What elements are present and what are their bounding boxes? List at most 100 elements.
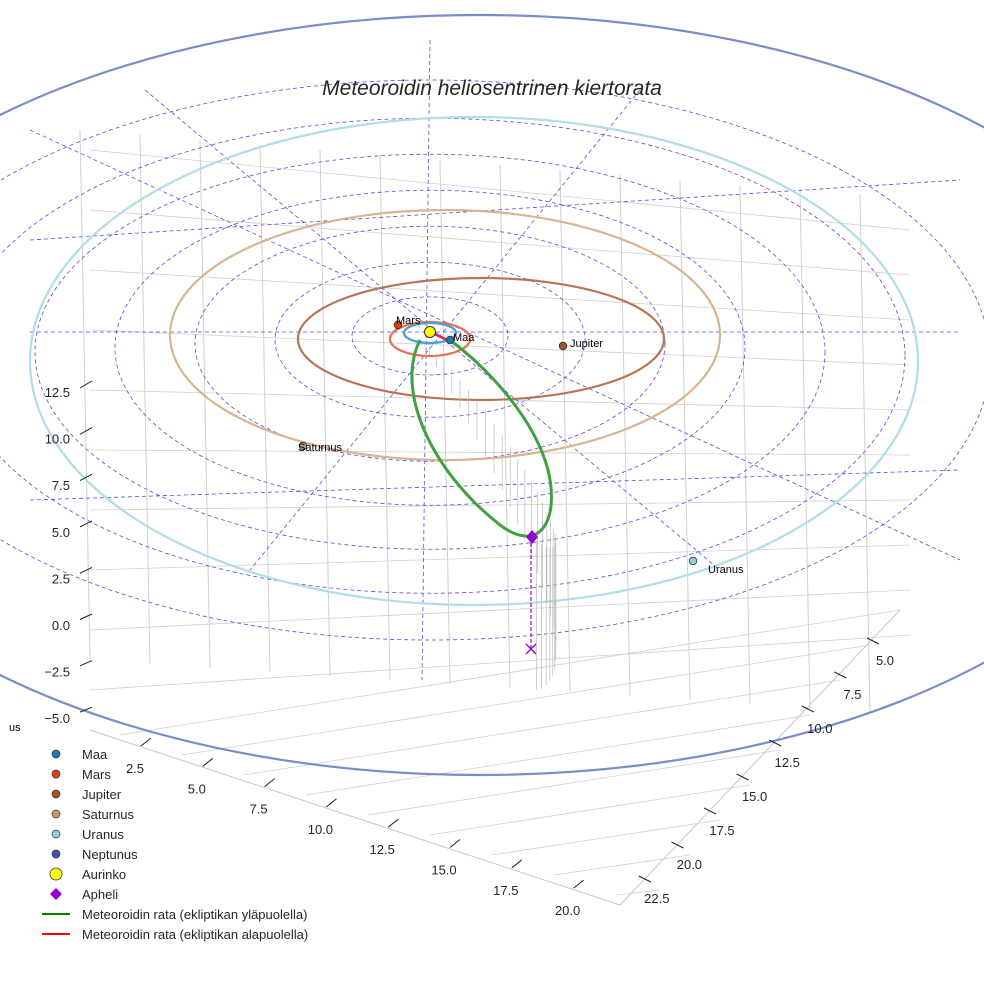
z-tick-mark <box>79 706 93 713</box>
z-tick-label: −5.0 <box>44 711 70 726</box>
grid-line <box>89 329 911 366</box>
grid-line <box>89 634 911 691</box>
y-tick-mark <box>736 773 749 781</box>
chart-title: Meteoroidin heliosentrinen kiertorata <box>322 77 662 100</box>
y-tick-label: 15.0 <box>742 789 767 804</box>
x-tick-label: 5.0 <box>188 781 206 796</box>
y-tick-mark <box>703 807 717 815</box>
x-tick-label: 2.5 <box>126 761 144 776</box>
orbit-uranus <box>28 115 920 607</box>
x-tick-mark <box>387 818 399 828</box>
grid-line <box>89 149 911 231</box>
x-tick-label: 17.5 <box>493 883 518 898</box>
y-tick-mark <box>768 739 782 747</box>
z-tick-mark <box>79 380 93 389</box>
x-tick-mark <box>264 778 275 787</box>
grid-line <box>119 609 901 736</box>
planet-label-maa: Maa <box>453 332 475 344</box>
grid-line <box>859 194 871 713</box>
x-tick-mark <box>326 798 337 808</box>
grid-line <box>491 819 721 856</box>
z-tick-mark <box>79 520 93 528</box>
planet-mars <box>393 320 403 330</box>
legend-diamond-icon <box>50 888 62 900</box>
grid-line <box>139 134 151 665</box>
y-tick-mark <box>671 841 684 849</box>
legend-circle-icon <box>51 749 61 759</box>
grid-line <box>559 169 571 693</box>
grid-line <box>259 144 271 673</box>
polar-grid-spoke <box>29 129 961 561</box>
grid-line <box>499 164 511 689</box>
grid-line <box>89 499 911 511</box>
grid-line <box>199 139 211 669</box>
grid-line <box>739 184 751 705</box>
grid-line <box>89 209 911 276</box>
legend-circle-icon <box>51 849 61 859</box>
y-tick-mark <box>866 637 880 645</box>
z-tick-label: 5.0 <box>52 525 70 540</box>
grid-line <box>799 189 811 709</box>
x-tick-label: 10.0 <box>308 822 333 837</box>
polar-grid-ring <box>114 189 746 506</box>
apheli-projection-marker <box>525 643 537 655</box>
grid-line <box>89 544 911 571</box>
y-tick-label: 17.5 <box>709 823 734 838</box>
legend-label: Maa <box>82 747 108 762</box>
legend-circle-icon <box>51 829 61 839</box>
z-tick-mark <box>79 473 93 482</box>
z-tick-label: 0.0 <box>52 618 70 633</box>
planet-saturnus <box>298 441 308 451</box>
y-tick-label: 12.5 <box>775 755 800 770</box>
grid-line <box>553 854 691 876</box>
orbit-saturnus <box>168 208 722 462</box>
y-tick-mark <box>801 705 815 713</box>
polar-grid-ring <box>0 117 906 594</box>
polar-grid-ring <box>351 296 509 376</box>
z-tick-label: 7.5 <box>52 478 70 493</box>
grid-line <box>429 784 751 836</box>
legend-label: Aurinko <box>82 867 126 882</box>
legend-label: Saturnus <box>82 807 135 822</box>
grid-line <box>319 149 331 677</box>
x-tick-mark <box>140 737 152 747</box>
grid-line <box>79 129 91 661</box>
grid-line <box>89 269 911 321</box>
planet-maa <box>445 335 455 345</box>
planet-jupiter <box>558 341 568 351</box>
z-tick-mark <box>79 566 93 574</box>
polar-grid-ring <box>194 225 666 462</box>
y-tick-mark <box>834 671 847 679</box>
planet-uranus <box>688 556 698 566</box>
x-tick-mark <box>202 757 214 767</box>
x-tick-mark <box>573 879 584 889</box>
x-tick-label: 7.5 <box>250 802 268 817</box>
polar-grid-ring <box>274 261 586 418</box>
grid-line <box>439 159 451 685</box>
x-tick-label: 20.0 <box>555 903 580 918</box>
planet-label-jupiter: Jupiter <box>570 338 603 350</box>
x-tick-mark <box>511 859 523 869</box>
legend-label: Apheli <box>82 887 118 902</box>
legend-circle-icon <box>51 809 61 819</box>
y-tick-label: 22.5 <box>644 891 669 906</box>
polar-grid-ring <box>34 153 826 550</box>
polar-grid-spoke <box>29 179 961 241</box>
z-tick-label: −2.5 <box>44 665 70 680</box>
planet-label-saturnus: Saturnus <box>298 442 343 454</box>
sun-marker <box>424 326 436 338</box>
orbit-jupiter <box>296 276 666 402</box>
grid-line <box>181 644 871 756</box>
legend-label: Jupiter <box>82 787 122 802</box>
grid-line <box>619 174 631 697</box>
y-tick-label: 20.0 <box>677 857 702 872</box>
polar-grid-spoke <box>29 469 961 501</box>
y-tick-label: 7.5 <box>843 687 861 702</box>
x-tick-label: 12.5 <box>370 842 395 857</box>
apheli-marker <box>526 530 538 544</box>
meteoroid-orbit-above <box>410 338 553 538</box>
grid-line <box>89 589 911 631</box>
orbit-neptunus <box>0 14 984 776</box>
planet-label-neptunus: us <box>9 722 21 734</box>
